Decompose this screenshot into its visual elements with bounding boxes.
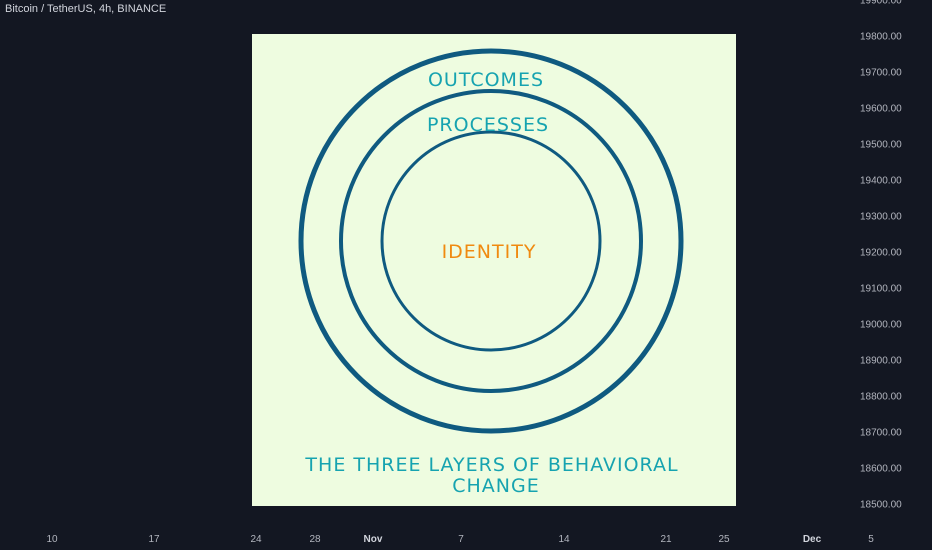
price-tick-label: 18800.00: [860, 391, 902, 403]
time-tick-label: 24: [250, 534, 262, 545]
price-tick-label: 19600.00: [860, 103, 902, 115]
price-axis[interactable]: 19900.00 19800.00 19700.00 19600.00 19500.00…: [860, 0, 932, 530]
time-tick-label: 14: [558, 534, 570, 545]
price-tick-label: 19100.00: [860, 283, 902, 295]
outcomes-label: OUTCOMES: [428, 69, 544, 91]
price-tick-label: 19900.00: [860, 0, 902, 7]
processes-ring: [339, 89, 643, 393]
three-layers-drawing: OUTCOMES PROCESSES IDENTITY THE THREE LA…: [252, 34, 736, 506]
processes-label: PROCESSES: [427, 114, 549, 136]
caption-line-1: THE THREE LAYERS OF BEHAVIORAL: [304, 454, 678, 476]
time-tick-label: Dec: [802, 534, 822, 545]
price-tick-label: 19500.00: [860, 139, 902, 151]
price-tick-label: 18600.00: [860, 463, 902, 475]
price-tick-label: 19800.00: [860, 31, 902, 43]
time-tick-label: 5: [868, 534, 874, 545]
price-tick-label: 19300.00: [860, 211, 902, 223]
time-tick-label: 7: [458, 534, 464, 545]
time-tick-label: 10: [46, 534, 58, 545]
caption-line-2: CHANGE: [452, 475, 540, 497]
time-tick-label: Nov: [363, 534, 383, 545]
identity-ring: [380, 130, 602, 352]
chart-title: Bitcoin / TetherUS, 4h, BINANCE: [5, 3, 167, 15]
price-tick-label: 18700.00: [860, 427, 902, 439]
price-tick-label: 19200.00: [860, 247, 902, 259]
price-tick-label: 19000.00: [860, 319, 902, 331]
time-axis[interactable]: 10 17 24 28 Nov 7 14 21 25 Dec 5: [0, 530, 873, 550]
price-tick-label: 19700.00: [860, 67, 902, 79]
time-tick-label: 28: [309, 534, 321, 545]
identity-label: IDENTITY: [442, 241, 537, 263]
outcomes-ring: [298, 48, 684, 434]
time-tick-label: 17: [148, 534, 160, 545]
price-tick-label: 18500.00: [860, 499, 902, 511]
price-tick-label: 19400.00: [860, 175, 902, 187]
time-tick-label: 21: [660, 534, 672, 545]
price-tick-label: 18900.00: [860, 355, 902, 367]
concentric-circles-diagram: OUTCOMES PROCESSES IDENTITY THE THREE LA…: [298, 48, 684, 497]
time-tick-label: 25: [718, 534, 730, 545]
